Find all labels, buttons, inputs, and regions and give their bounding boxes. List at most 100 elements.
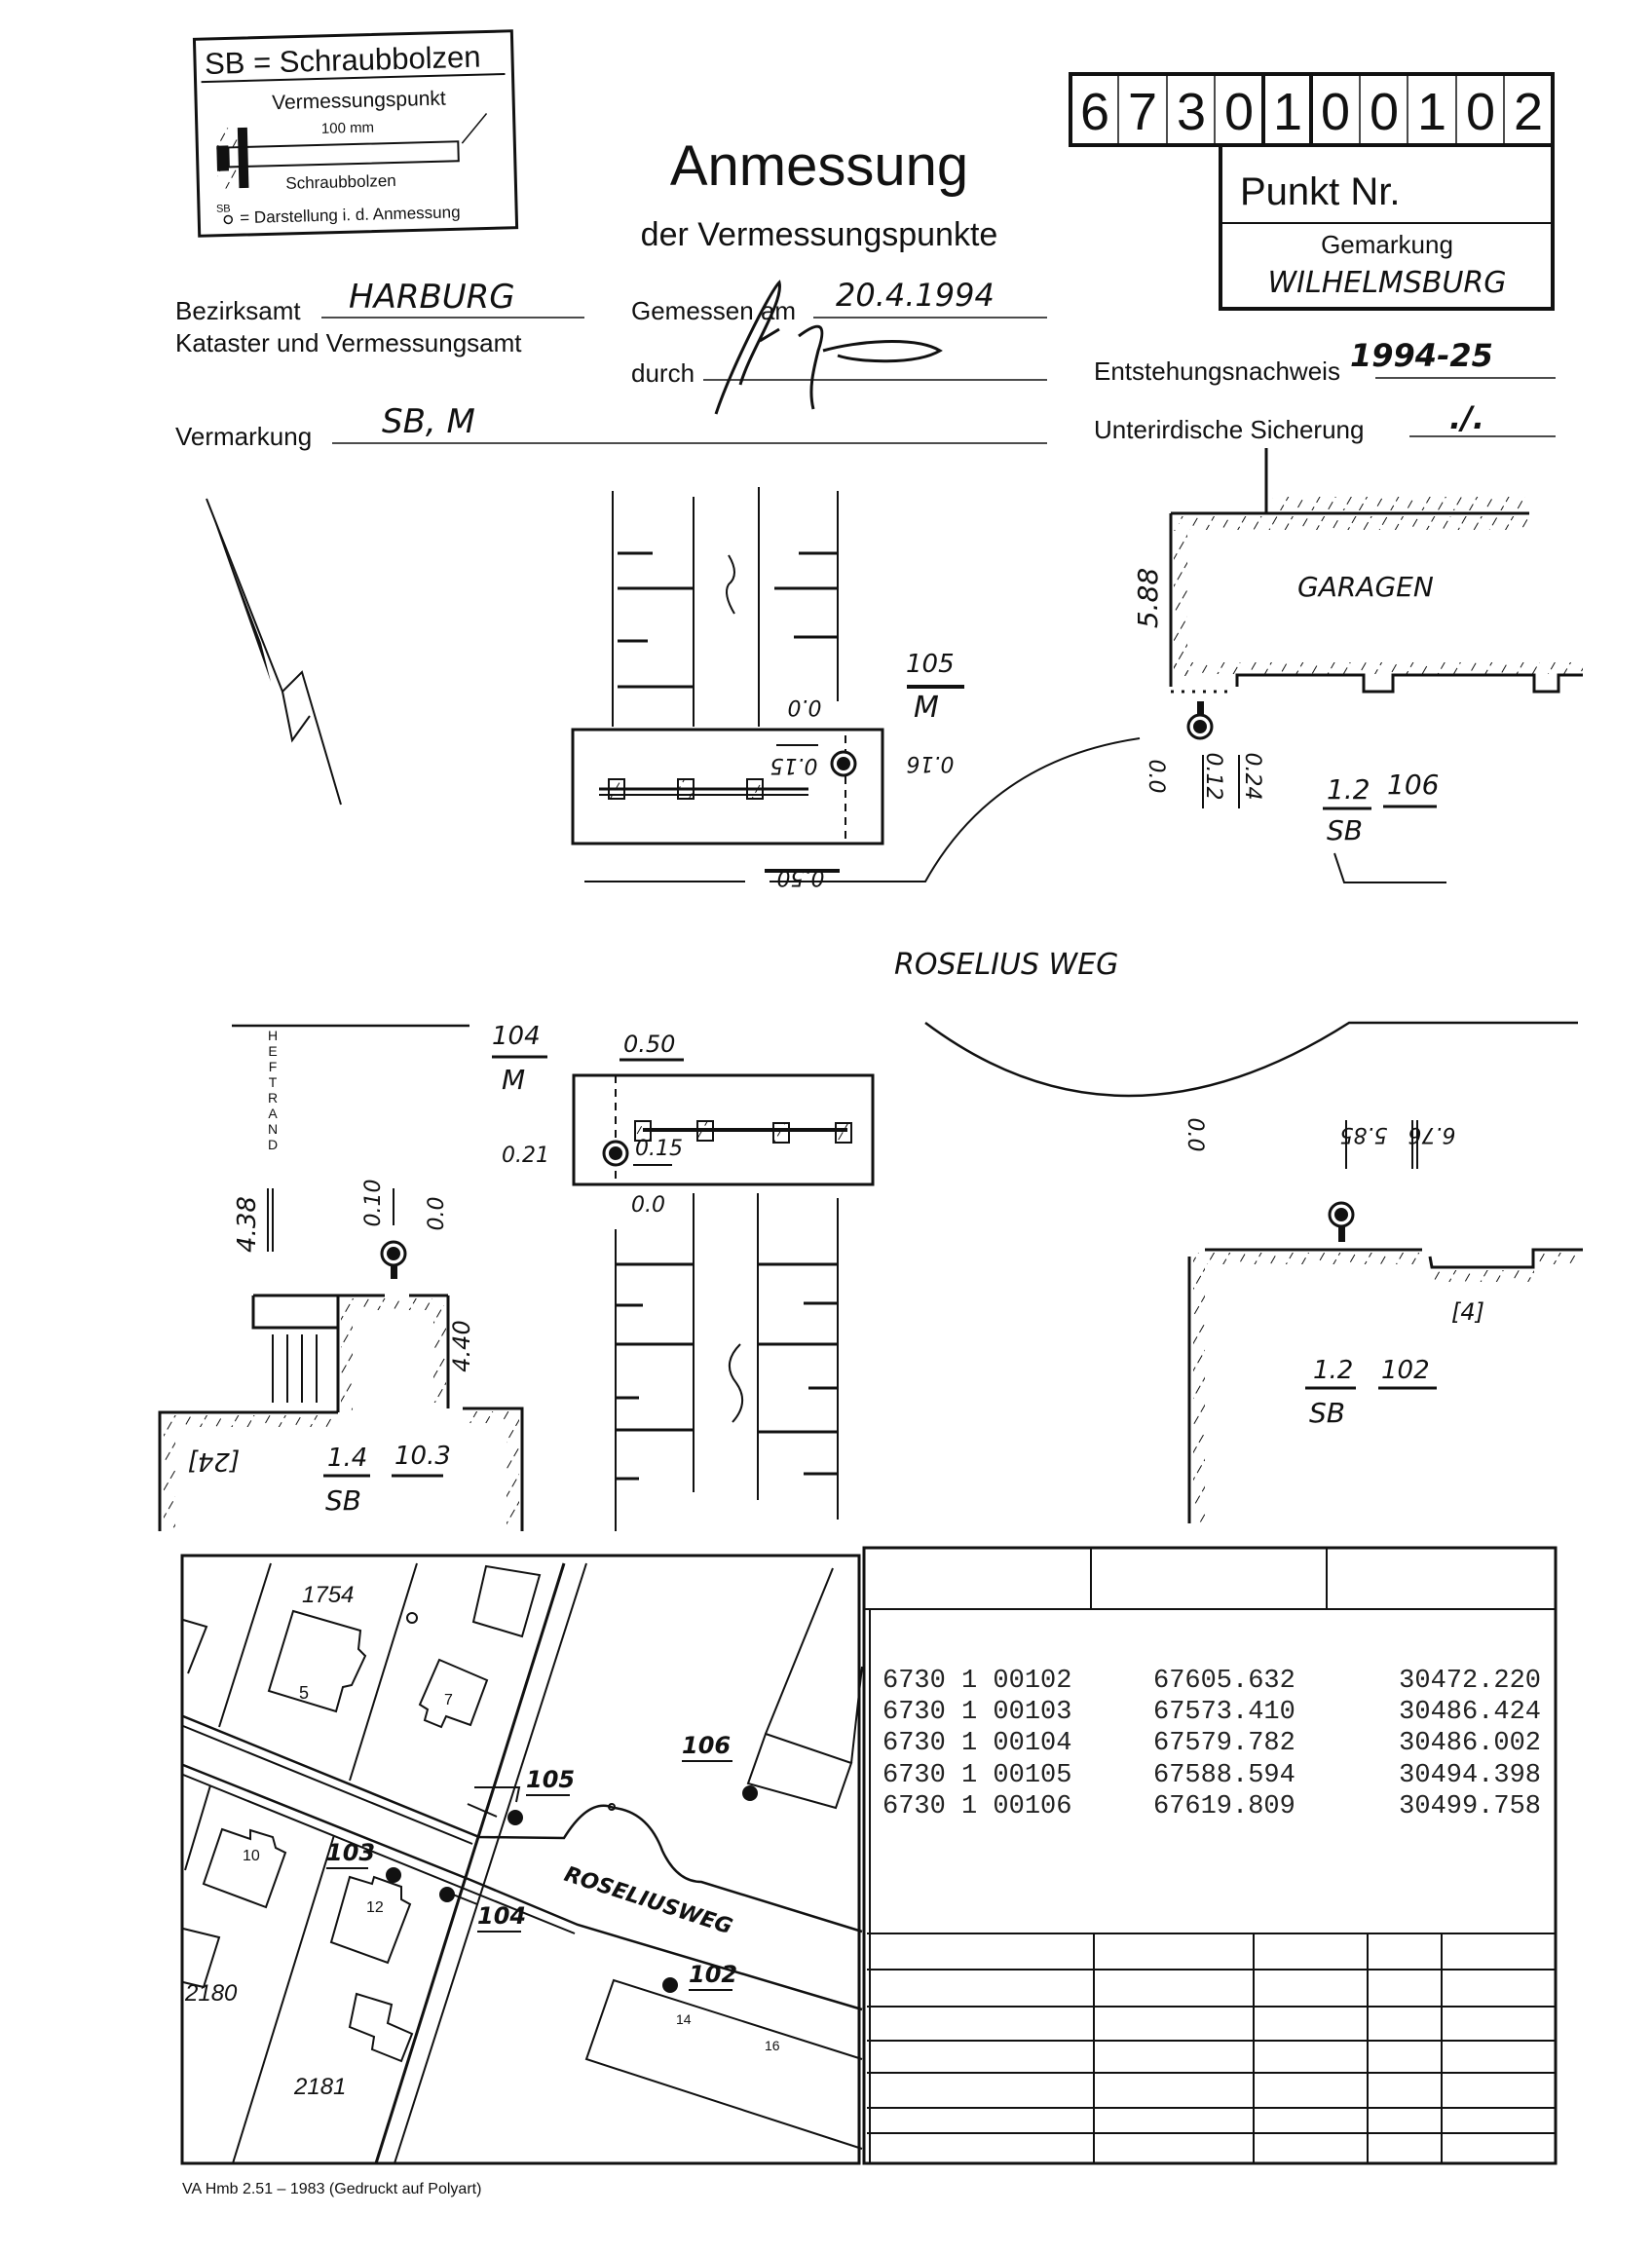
house-label: 16 xyxy=(765,2038,780,2053)
point-digit: 1 xyxy=(1273,83,1302,141)
y-coordinate: 30486.002 xyxy=(1399,1729,1541,1758)
bezirksamt-value: HARBURG xyxy=(349,278,515,317)
point-105-distance: 0.16 xyxy=(907,751,955,775)
map-label-104: 104 xyxy=(477,1902,526,1930)
table-row: 6730 1 00106 67619.809 30499.758 xyxy=(882,1792,1541,1821)
point-103-distance: 4.40 xyxy=(448,1320,475,1371)
boundary-stone-icon xyxy=(634,1120,852,1144)
point-digit: 0 xyxy=(1370,83,1399,141)
entstehung-value: 1994-25 xyxy=(1350,337,1493,374)
point-102-distance: 5.85 xyxy=(1340,1122,1388,1146)
point-digit: 6 xyxy=(1080,83,1109,141)
point-103-number: 10.3 xyxy=(394,1442,451,1471)
sketch-point-102: 0.0 5.85 6.76 [4] 1.2 SB 102 xyxy=(1183,1118,1583,1523)
point-number-label: Punkt Nr. xyxy=(1240,170,1401,213)
x-coordinate: 67605.632 xyxy=(1153,1667,1295,1696)
point-106-height: 1.2 xyxy=(1327,773,1370,806)
vermarkung-value: SB, M xyxy=(382,402,475,441)
entstehung-label: Entstehungsnachweis xyxy=(1094,357,1340,386)
durch-label: durch xyxy=(631,358,695,388)
legend-length: 100 mm xyxy=(321,120,375,137)
point-103-type: SB xyxy=(325,1484,361,1517)
bolt-diagram-icon xyxy=(215,112,488,189)
point-105-type: M xyxy=(914,691,939,725)
sicherung-value: ./. xyxy=(1449,399,1484,436)
street-label: ROSELIUS WEG xyxy=(894,948,1118,982)
point-id: 6730 1 00104 xyxy=(882,1729,1071,1758)
point-102-distance: 6.76 xyxy=(1408,1122,1456,1146)
point-104-number: 104 xyxy=(492,1022,541,1051)
point-103-height: 1.4 xyxy=(327,1444,367,1473)
page-subtitle: der Vermessungspunkte xyxy=(641,216,998,253)
table-row: 6730 1 00104 67579.782 30486.002 xyxy=(882,1729,1541,1758)
gemarkung-value: WILHELMSBURG xyxy=(1267,266,1506,300)
sketch-point-105: 105 M 0.0 0.15 0.16 0.50 xyxy=(571,487,1141,889)
point-id: 6730 1 00105 xyxy=(882,1761,1071,1790)
point-number-box: 6 7 3 0 1 0 0 1 0 2 Punkt Nr. Gemarkung … xyxy=(1069,72,1555,311)
form-fields: Bezirksamt HARBURG Kataster und Vermessu… xyxy=(175,277,1556,451)
map-label-105: 105 xyxy=(526,1766,575,1793)
coordinate-table: 6730 1 00102 67605.632 30472.220 6730 1 … xyxy=(862,1546,1558,2165)
house-number-24: [24] xyxy=(188,1446,240,1476)
map-label-103: 103 xyxy=(326,1839,375,1866)
point-105-distance: 0.0 xyxy=(788,694,822,719)
legend-explanation: = Darstellung i. d. Anmessung xyxy=(240,203,461,227)
street-outline xyxy=(232,1021,1578,1098)
map-point-106 xyxy=(742,1785,758,1801)
point-digit: 3 xyxy=(1177,83,1206,141)
gemessen-value: 20.4.1994 xyxy=(836,277,995,314)
table-row: 6730 1 00105 67588.594 30494.398 xyxy=(882,1761,1541,1790)
point-106-type: SB xyxy=(1327,814,1363,846)
point-104-distance: 0.15 xyxy=(635,1137,683,1161)
map-label-106: 106 xyxy=(682,1732,731,1759)
x-coordinate: 67579.782 xyxy=(1153,1729,1295,1758)
heftrand-label: HEFTRAND xyxy=(156,1028,281,1149)
map-label-102: 102 xyxy=(689,1961,737,1988)
point-105-number: 105 xyxy=(906,650,955,679)
point-104-type: M xyxy=(502,1064,525,1096)
point-104-distance: 0.0 xyxy=(631,1193,665,1218)
point-104-distance: 0.21 xyxy=(502,1144,549,1168)
point-digit: 1 xyxy=(1417,83,1446,141)
bezirksamt-label: Bezirksamt xyxy=(175,296,301,325)
north-arrow-icon xyxy=(206,498,342,806)
point-digit: 7 xyxy=(1128,83,1157,141)
map-point-104 xyxy=(439,1887,455,1902)
heftrand-text: HEFTRAND xyxy=(156,1028,281,1149)
point-id: 6730 1 00103 xyxy=(882,1698,1071,1727)
y-coordinate: 30472.220 xyxy=(1399,1667,1541,1696)
point-digit: 0 xyxy=(1224,83,1254,141)
map-point-102 xyxy=(662,1977,678,1993)
sb-symbol-icon xyxy=(223,214,234,225)
house-number-4: [4] xyxy=(1451,1298,1484,1326)
garage-label: GARAGEN xyxy=(1297,571,1434,603)
point-105-distance: 0.50 xyxy=(777,865,825,889)
form-footer: VA Hmb 2.51 – 1983 (Gedruckt auf Polyart… xyxy=(182,2181,481,2197)
legend-bolt: Schraubbolzen xyxy=(285,171,396,193)
legend-sb-symbol: SB xyxy=(216,203,231,214)
x-coordinate: 67588.594 xyxy=(1153,1761,1295,1790)
garage-length: 5.88 xyxy=(1132,568,1164,628)
house-label: 14 xyxy=(676,2011,692,2027)
house-label: 10 xyxy=(243,1848,260,1864)
parcel-label: 2180 xyxy=(184,1980,238,2007)
gemessen-label: Gemessen am xyxy=(631,296,796,325)
point-104-distance: 0.50 xyxy=(623,1031,675,1058)
parcel-label: 2181 xyxy=(293,2074,346,2100)
point-102-number: 102 xyxy=(1381,1356,1430,1385)
boundary-stone-icon xyxy=(608,778,764,800)
sketch-point-103: 4.38 0.10 0.0 4.40 [24] 1.4 SB xyxy=(158,1180,524,1531)
x-coordinate: 67619.809 xyxy=(1153,1792,1295,1821)
point-digit: 0 xyxy=(1321,83,1350,141)
table-row: 6730 1 00103 67573.410 30486.424 xyxy=(882,1698,1541,1727)
sicherung-label: Unterirdische Sicherung xyxy=(1094,415,1364,444)
house-label: 7 xyxy=(444,1692,453,1708)
vermarkung-label: Vermarkung xyxy=(175,422,312,451)
point-id: 6730 1 00102 xyxy=(882,1667,1071,1696)
legend-title: SB = Schraubbolzen xyxy=(205,40,481,81)
point-102-type: SB xyxy=(1309,1397,1345,1429)
point-102-distance: 0.0 xyxy=(1183,1118,1207,1152)
y-coordinate: 30499.758 xyxy=(1399,1792,1541,1821)
legend-box: SB = Schraubbolzen Vermessungspunkt 100 … xyxy=(192,29,519,238)
